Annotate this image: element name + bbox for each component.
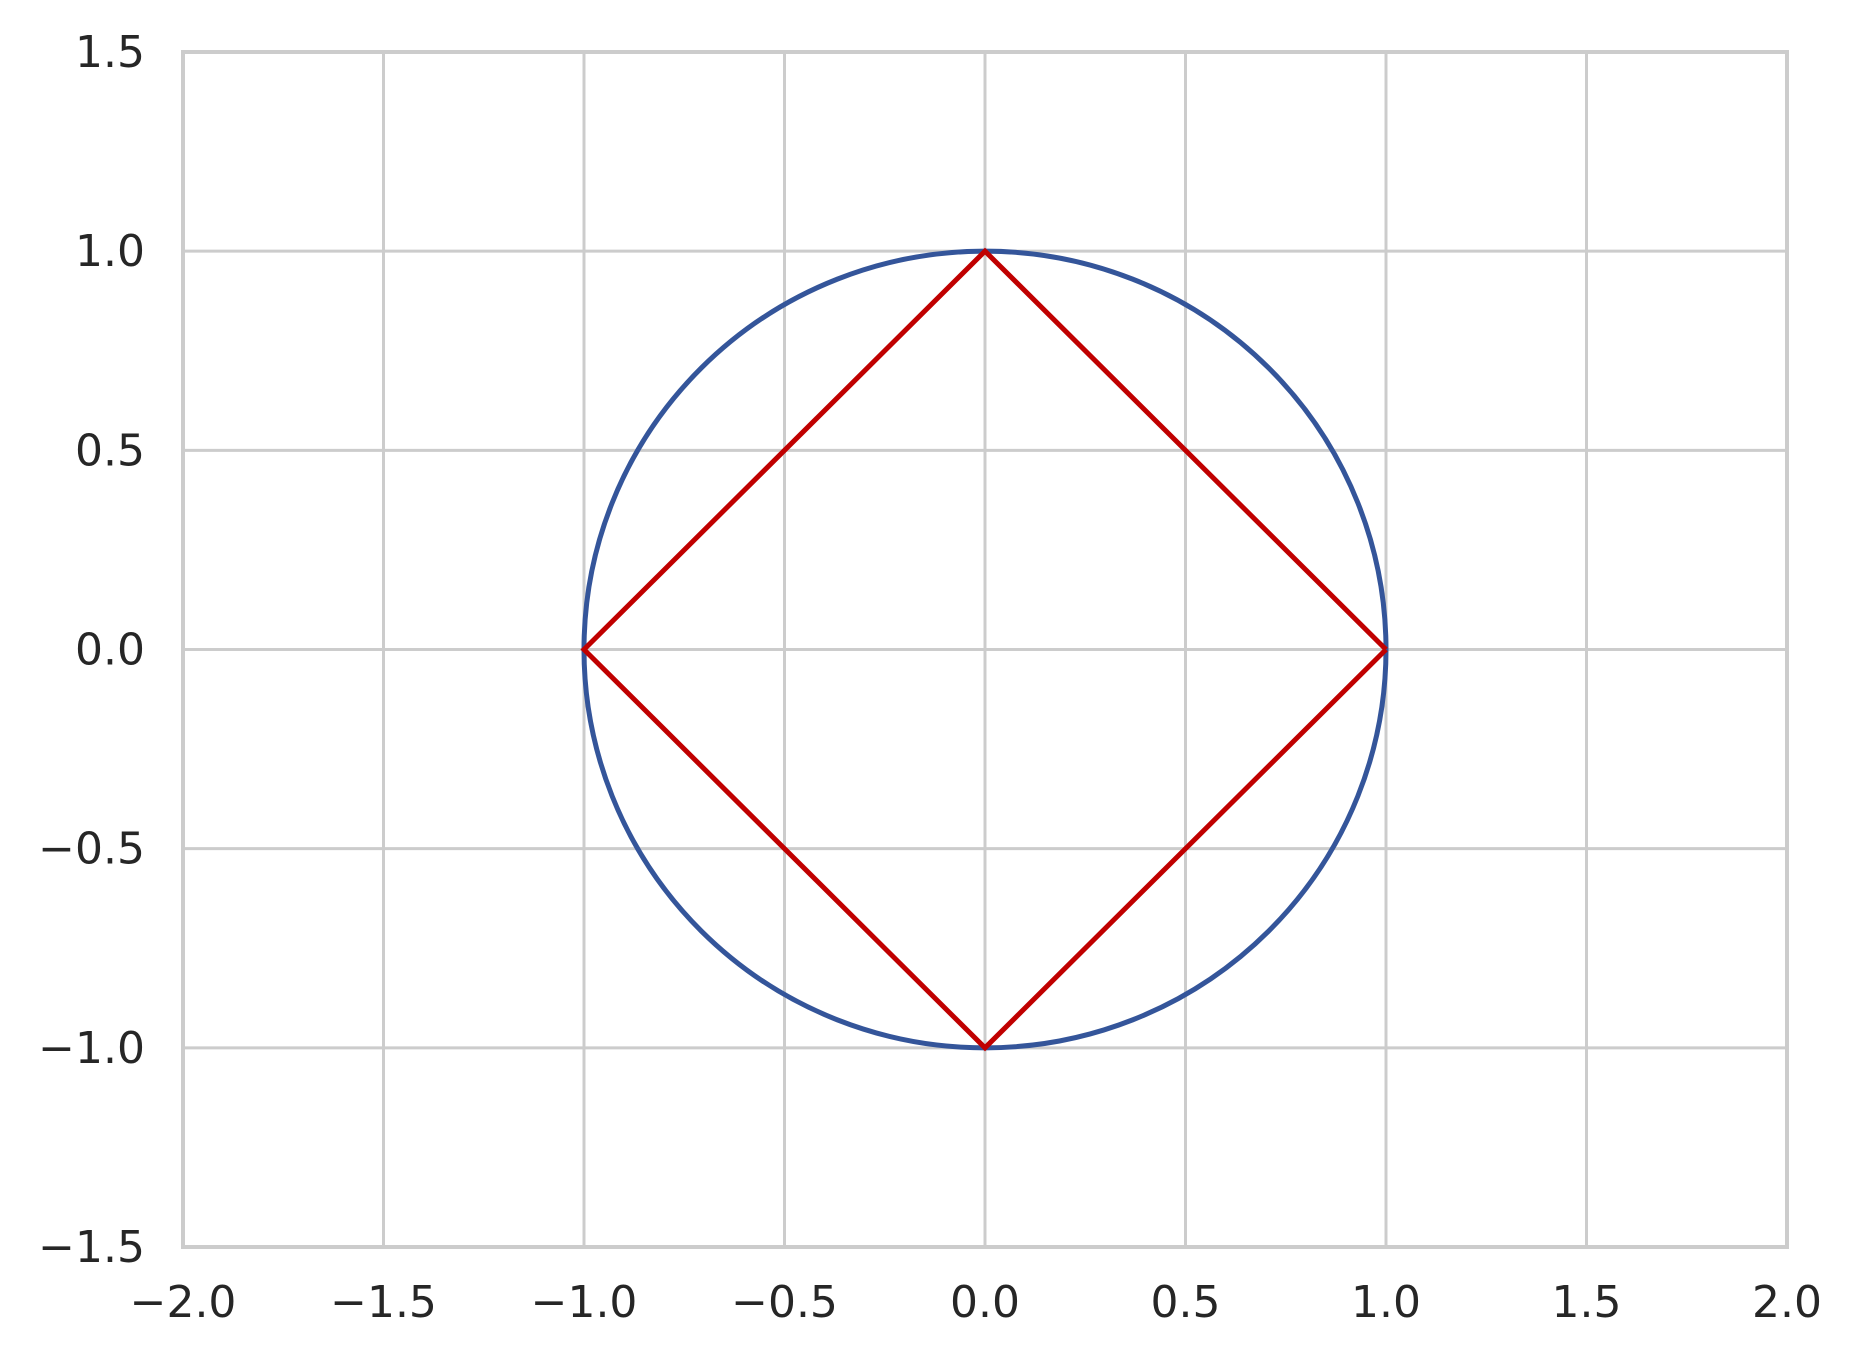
x-tick-label: 0.5 [1151,1277,1221,1328]
y-axis-ticks: −1.5 −1.0 −0.5 0.0 0.5 1.0 1.5 [38,27,145,1273]
series-layer [580,247,1389,1052]
x-axis-ticks: −2.0 −1.5 −1.0 −0.5 0.0 0.5 1.0 1.5 2.0 [130,1277,1822,1328]
x-tick-label: −2.0 [130,1277,237,1328]
x-tick-label: −1.0 [531,1277,638,1328]
square-series-line [580,247,1388,1052]
y-tick-label: 0.0 [75,625,145,676]
y-tick-label: −1.5 [38,1222,145,1273]
x-tick-label: −1.5 [330,1277,437,1328]
x-tick-label: 2.0 [1752,1277,1822,1328]
x-tick-label: −0.5 [731,1277,838,1328]
y-tick-label: −0.5 [38,824,145,875]
y-tick-label: −1.0 [38,1023,145,1074]
x-tick-label: 1.5 [1552,1277,1622,1328]
y-tick-label: 1.5 [75,27,145,78]
grid [181,50,1789,1249]
y-tick-label: 0.5 [75,425,145,476]
x-tick-label: 0.0 [950,1277,1020,1328]
y-tick-label: 1.0 [75,226,145,277]
x-tick-label: 1.0 [1351,1277,1421,1328]
plot-frame [181,50,1789,1249]
